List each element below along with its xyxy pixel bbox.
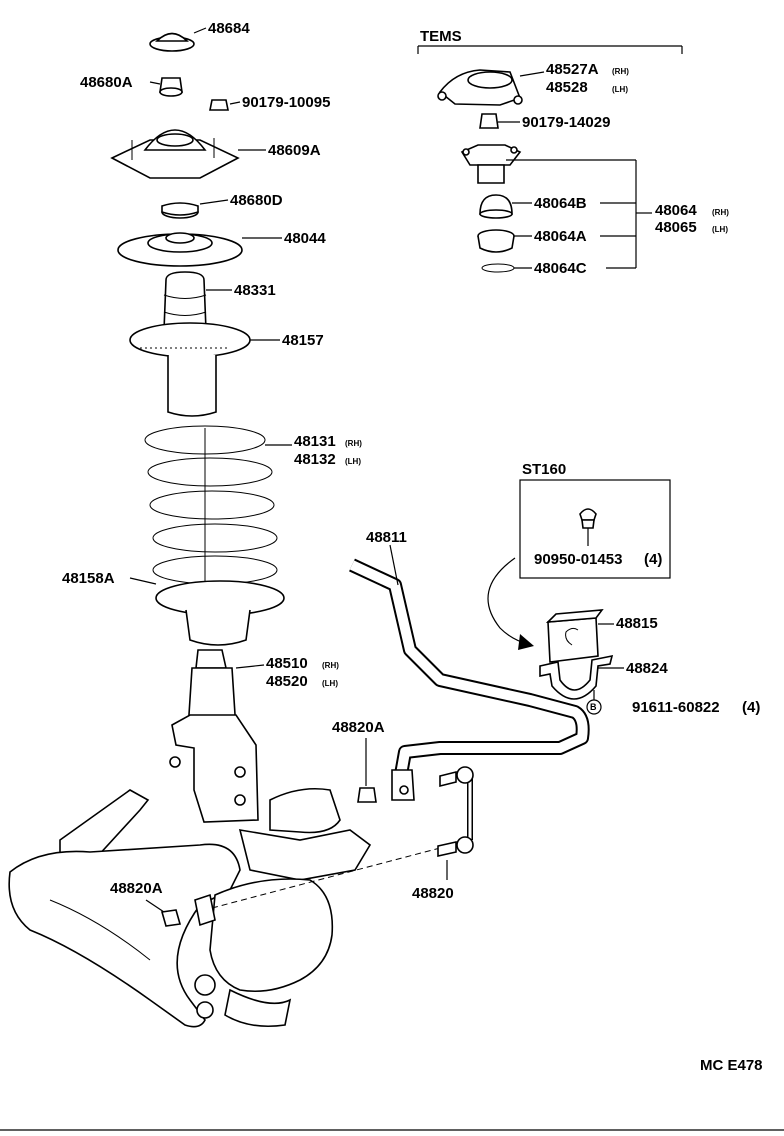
part-90179-10095-nut <box>209 99 241 111</box>
part-48820A-lower-nut <box>145 899 182 927</box>
label-48820A-upper: 48820A <box>332 719 385 736</box>
label-90950-01453: 90950-01453 <box>534 551 622 568</box>
part-90950-01453-clip <box>579 508 597 546</box>
part-48820A-upper-nut <box>357 738 377 803</box>
label-48065: 48065 <box>655 219 697 236</box>
label-48064: 48064 <box>655 202 697 219</box>
label-48820: 48820 <box>412 885 454 902</box>
tems-title: TEMS <box>420 28 462 45</box>
part-48820-stabilizer-link <box>437 766 474 880</box>
part-48684-cap <box>149 27 207 52</box>
label-48064-rh: (RH) <box>712 208 729 217</box>
label-48609A: 48609A <box>268 142 321 159</box>
label-48157: 48157 <box>282 332 324 349</box>
label-48064C: 48064C <box>534 260 587 277</box>
part-48815-bushing <box>545 609 614 663</box>
label-48527A: 48527A <box>546 61 599 78</box>
part-48811-stabilizer-bar <box>349 544 590 801</box>
part-48824-bracket <box>539 654 624 700</box>
label-48680A: 48680A <box>80 74 133 91</box>
part-48331-bump-stopper <box>163 271 232 335</box>
label-48811: 48811 <box>366 529 407 546</box>
label-48064A: 48064A <box>534 228 587 245</box>
label-48528: 48528 <box>546 79 588 96</box>
label-48132: 48132 <box>294 451 336 468</box>
arrow-st160-to-bushing <box>487 557 534 650</box>
part-48064C-ring <box>481 263 532 273</box>
st160-box <box>519 479 671 579</box>
label-48684: 48684 <box>208 20 250 37</box>
label-48065-lh: (LH) <box>712 225 728 234</box>
label-48131: 48131 <box>294 433 336 450</box>
bolt-marker-letter: B <box>590 702 597 712</box>
label-48158A: 48158A <box>62 570 115 587</box>
figure-code: MC E478 <box>700 1057 763 1074</box>
label-48520-lh: (LH) <box>322 679 338 688</box>
part-48157-boot <box>129 322 280 417</box>
label-48680D: 48680D <box>230 192 283 209</box>
part-48064B-bump <box>479 194 532 219</box>
label-48528-lh: (LH) <box>612 85 628 94</box>
label-48131-rh: (RH) <box>345 439 362 448</box>
label-48331: 48331 <box>234 282 276 299</box>
group-48064-bracket <box>506 159 652 269</box>
label-48520: 48520 <box>266 673 308 690</box>
st160-title: ST160 <box>522 461 566 478</box>
part-48158A-insulator <box>129 577 285 646</box>
part-48064A-cushion <box>477 229 532 253</box>
bolt-91611-marker <box>586 690 602 715</box>
label-91611-qty: (4) <box>742 699 760 716</box>
part-48064-actuator <box>460 144 522 184</box>
tems-bracket <box>417 45 683 54</box>
label-48820A-lower: 48820A <box>110 880 163 897</box>
part-48510-shock-absorber <box>169 649 265 823</box>
label-48527A-rh: (RH) <box>612 67 629 76</box>
label-48064B: 48064B <box>534 195 587 212</box>
label-48815: 48815 <box>616 615 658 632</box>
suspension-subframe-and-knuckle <box>8 787 372 1028</box>
part-48680A-nut <box>149 77 183 97</box>
part-48044-seat <box>117 232 282 267</box>
label-48824: 48824 <box>626 660 668 677</box>
label-90179-10095: 90179-10095 <box>242 94 330 111</box>
label-90950-qty: (4) <box>644 551 662 568</box>
label-48044: 48044 <box>284 230 326 247</box>
label-91611-60822: 91611-60822 <box>632 699 720 716</box>
label-48510: 48510 <box>266 655 308 672</box>
part-48527A-cover <box>437 69 545 106</box>
part-48680D-spacer <box>161 199 229 219</box>
part-90179-14029-nut <box>479 113 520 129</box>
part-48609A-support <box>110 129 266 179</box>
label-90179-14029: 90179-14029 <box>522 114 610 131</box>
label-48510-rh: (RH) <box>322 661 339 670</box>
label-48132-lh: (LH) <box>345 457 361 466</box>
